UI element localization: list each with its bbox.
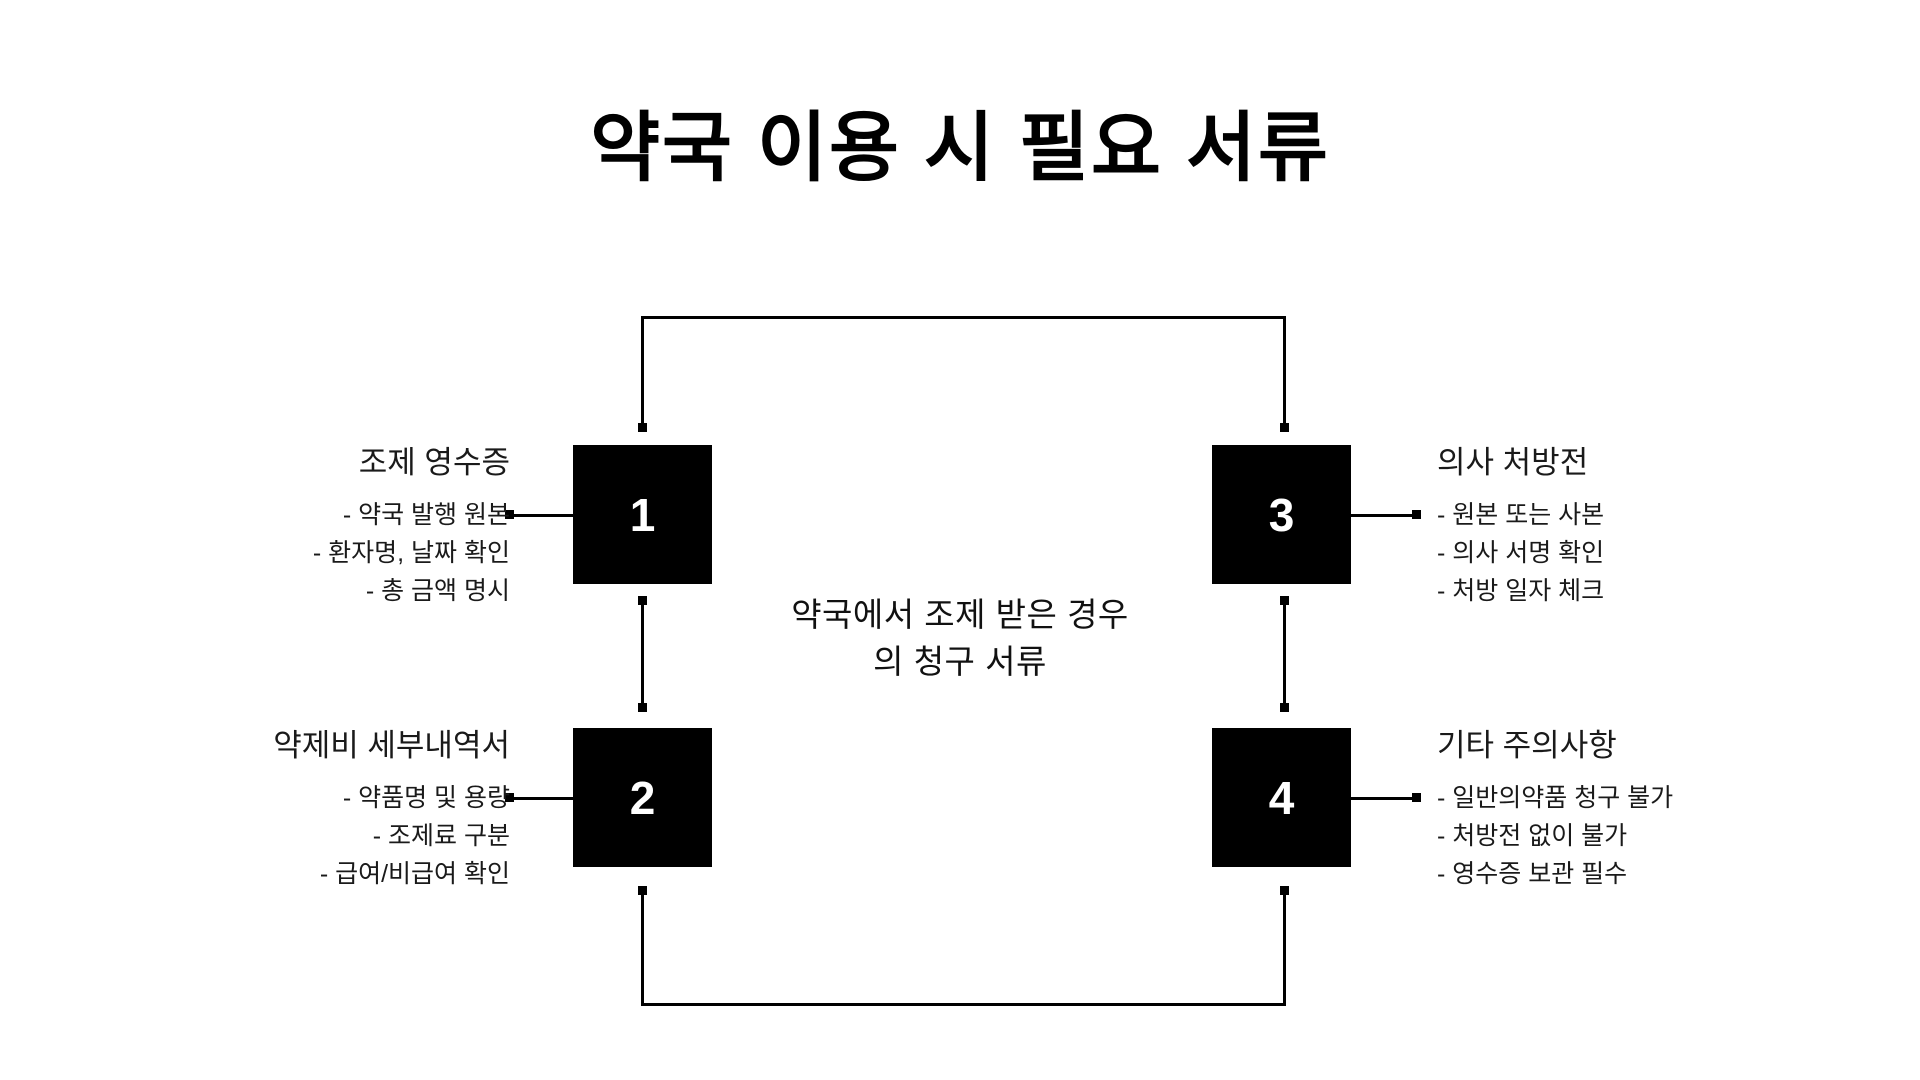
connector-endpoint-marker [638, 596, 647, 605]
connector-endpoint-marker [1280, 886, 1289, 895]
label-heading-node1: 조제 영수증 [358, 445, 510, 480]
label-heading-node4: 기타 주의사항 [1437, 728, 1617, 763]
connector-top-left-vertical [641, 316, 644, 428]
connector-top-right-vertical [1283, 316, 1286, 428]
connector-endpoint-marker [638, 703, 647, 712]
label-bullet: - 처방전 없이 불가 [1437, 822, 1628, 850]
node-number-4: 4 [1268, 771, 1295, 824]
node-box-4[interactable]: 4 [1212, 728, 1351, 867]
connector-bottom-right-vertical [1283, 891, 1286, 1006]
connector-stub-node4 [1351, 797, 1417, 800]
center-caption-line-2: 의 청구 서류 [873, 642, 1047, 680]
connector-bottom-horizontal [641, 1003, 1286, 1006]
connector-endpoint-marker [1412, 793, 1421, 802]
label-group-node4: 기타 주의사항 - 일반의약품 청구 불가 - 처방전 없이 불가 - 영수증 … [1437, 720, 1857, 893]
node-box-1[interactable]: 1 [573, 445, 712, 584]
connector-endpoint-marker [638, 886, 647, 895]
label-bullet: - 원본 또는 사본 [1437, 501, 1605, 529]
label-bullet: - 급여/비급여 확인 [319, 860, 510, 888]
label-bullet: - 의사 서명 확인 [1437, 539, 1605, 567]
label-heading-node2: 약제비 세부내역서 [273, 728, 510, 763]
connector-right-column-vertical [1283, 600, 1286, 710]
label-bullet: - 약품명 및 용량 [342, 784, 510, 812]
connector-stub-node1 [509, 514, 575, 517]
connector-top-horizontal [641, 316, 1286, 319]
connector-endpoint-marker [1412, 510, 1421, 519]
label-bullet: - 약국 발행 원본 [342, 501, 510, 529]
center-caption-line-1: 약국에서 조제 받은 경우 [791, 596, 1129, 633]
node-box-3[interactable]: 3 [1212, 445, 1351, 584]
page-title: 약국 이용 시 필요 서류 [590, 106, 1330, 191]
label-bullet: - 일반의약품 청구 불가 [1437, 784, 1674, 812]
connector-left-column-vertical [641, 600, 644, 710]
connector-bottom-left-vertical [641, 891, 644, 1006]
node-box-2[interactable]: 2 [573, 728, 712, 867]
label-bullet: - 총 금액 명시 [365, 577, 510, 605]
node-number-2: 2 [629, 771, 656, 824]
connector-stub-node3 [1351, 514, 1417, 517]
connector-endpoint-marker [638, 423, 647, 432]
label-group-node3: 의사 처방전 - 원본 또는 사본 - 의사 서명 확인 - 처방 일자 체크 [1437, 437, 1857, 610]
label-bullet: - 환자명, 날짜 확인 [312, 539, 510, 567]
label-group-node1: 조제 영수증 - 약국 발행 원본 - 환자명, 날짜 확인 - 총 금액 명시 [90, 437, 510, 610]
connector-endpoint-marker [1280, 596, 1289, 605]
label-bullet: - 처방 일자 체크 [1437, 577, 1605, 605]
label-heading-node3: 의사 처방전 [1437, 445, 1589, 480]
node-number-3: 3 [1268, 488, 1295, 541]
connector-endpoint-marker [1280, 423, 1289, 432]
center-caption: 약국에서 조제 받은 경우 의 청구 서류 [710, 592, 1210, 686]
label-bullet: - 조제료 구분 [372, 822, 510, 850]
node-number-1: 1 [629, 488, 656, 541]
connector-stub-node2 [509, 797, 575, 800]
connector-endpoint-marker [505, 793, 514, 802]
label-group-node2: 약제비 세부내역서 - 약품명 및 용량 - 조제료 구분 - 급여/비급여 확… [90, 720, 510, 893]
connector-endpoint-marker [1280, 703, 1289, 712]
connector-endpoint-marker [505, 510, 514, 519]
label-bullet: - 영수증 보관 필수 [1437, 860, 1628, 888]
